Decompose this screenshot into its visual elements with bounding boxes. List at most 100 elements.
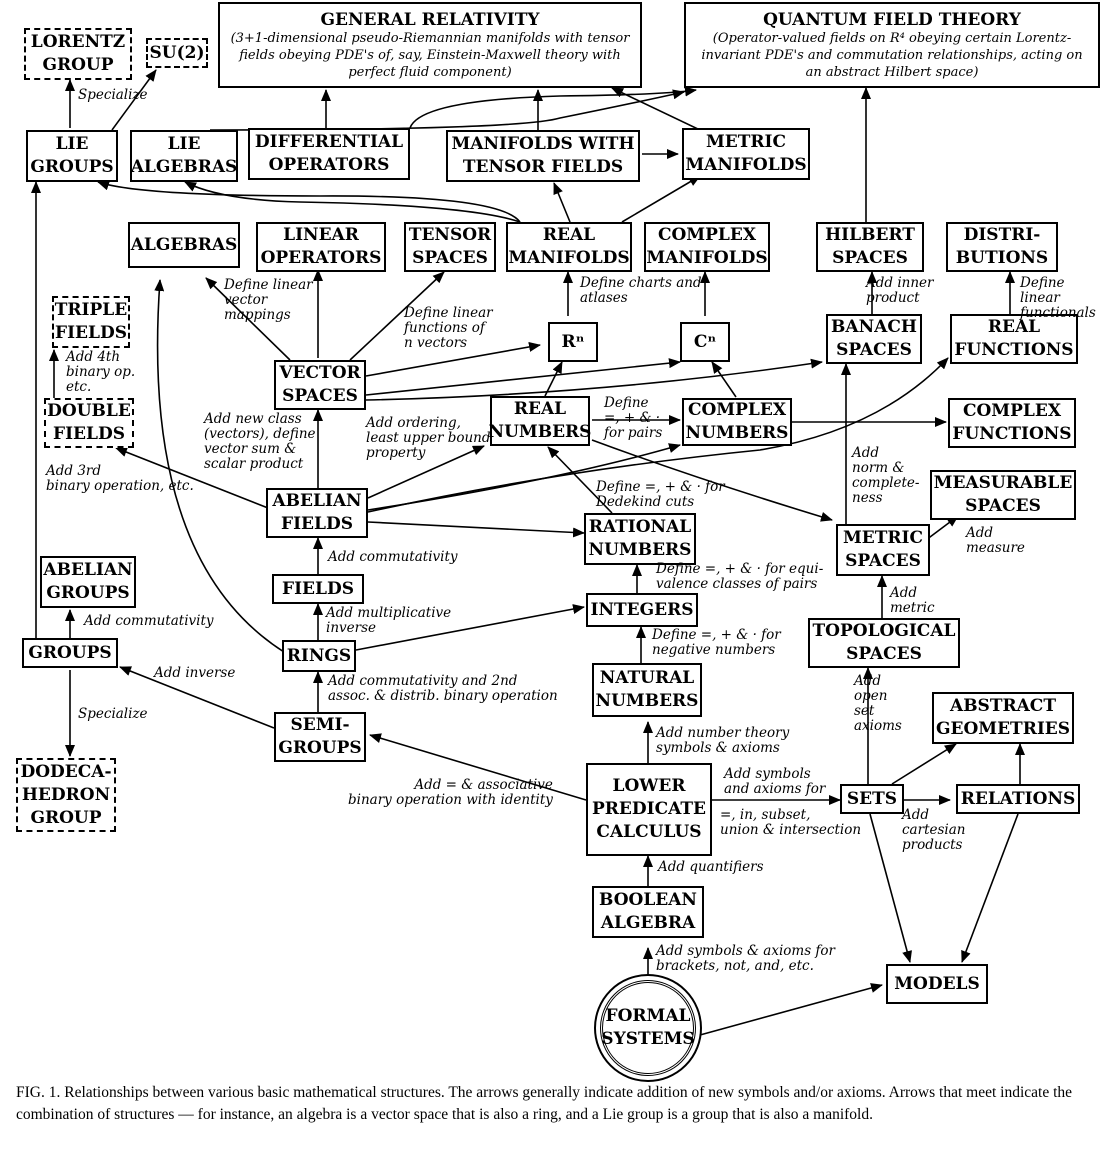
arrow-realmanifolds-to-liealgebras	[184, 181, 521, 223]
node-natural-numbers: NATURAL NUMBERS	[592, 663, 702, 717]
node-double-fields: DOUBLE FIELDS	[44, 398, 134, 448]
node-su2: SU(2)	[146, 38, 208, 68]
arrow-rational-to-real	[547, 446, 613, 514]
arrow-liealgebras-to-qft	[209, 89, 685, 131]
label-specialize-bottom: Specialize	[78, 706, 148, 722]
node-topological-spaces: TOPOLOGICAL SPACES	[808, 618, 960, 668]
node-abelian-fields: ABELIAN FIELDS	[266, 488, 368, 538]
node-distributions: DISTRI- BUTIONS	[946, 222, 1058, 272]
node-manifolds-with-tensor-fields: MANIFOLDS WITH TENSOR FIELDS	[446, 130, 640, 182]
label-add-metric: Add metric	[890, 585, 935, 616]
label-define-linear-vector-mappings: Define linear vector mappings	[224, 277, 313, 323]
node-lie-groups: LIE GROUPS	[26, 130, 118, 182]
label-define-linear-functions: Define linear functions of n vectors	[404, 305, 493, 351]
label-add-3rd-binary: Add 3rd binary operation, etc.	[46, 463, 194, 494]
arrow-real-to-rn	[544, 361, 563, 397]
qft-description: (Operator-valued fields on R⁴ obeying ce…	[701, 30, 1083, 80]
label-add-multiplicative-inverse: Add multiplicative inverse	[326, 605, 452, 636]
node-linear-operators: LINEAR OPERATORS	[256, 222, 386, 272]
label-add-commutativity-groups: Add commutativity	[84, 613, 214, 629]
label-add-4th-binary: Add 4th binary op. etc.	[66, 349, 136, 395]
label-specialize-top: Specialize	[78, 87, 148, 103]
arrow-abelianfields-to-real	[367, 445, 485, 499]
node-rn: Rⁿ	[548, 322, 598, 362]
node-triple-fields: TRIPLE FIELDS	[52, 296, 130, 348]
arrow-relations-to-models	[961, 813, 1019, 963]
arrow-formal-to-models	[699, 983, 883, 1036]
label-define-equivalence-classes: Define =, + & · for equi- valence classe…	[656, 561, 824, 592]
label-add-open-set-axioms: Add open set axioms	[854, 673, 902, 734]
node-metric-manifolds: METRIC MANIFOLDS	[682, 128, 810, 180]
node-real-functions: REAL FUNCTIONS	[950, 314, 1078, 364]
label-add-inverse: Add inverse	[154, 665, 236, 681]
node-semigroups: SEMI- GROUPS	[274, 712, 366, 762]
label-add-inner-product: Add inner product	[866, 275, 934, 306]
node-metric-spaces: METRIC SPACES	[836, 524, 930, 576]
arrow-sets-to-models	[869, 813, 912, 963]
general-relativity-title: GENERAL RELATIVITY	[320, 9, 540, 30]
arrow-metricspaces-to-measurable	[925, 515, 959, 541]
node-fields: FIELDS	[272, 574, 364, 604]
arrow-realmanifolds-to-liegroups	[97, 180, 521, 223]
node-lower-predicate-calculus: LOWER PREDICATE CALCULUS	[586, 763, 712, 856]
arrow-realmanifolds-to-mwtf	[553, 182, 571, 223]
node-lie-algebras: LIE ALGEBRAS	[130, 130, 238, 182]
label-add-ordering: Add ordering, least upper bound property	[366, 415, 491, 461]
arrow-rings-to-algebras	[154, 279, 285, 653]
label-add-norm-completeness: Add norm & complete- ness	[852, 445, 920, 506]
node-integers: INTEGERS	[586, 593, 698, 627]
node-complex-functions: COMPLEX FUNCTIONS	[948, 398, 1076, 448]
node-groups: GROUPS	[22, 638, 118, 668]
node-differential-operators: DIFFERENTIAL OPERATORS	[248, 128, 410, 180]
arrow-vectorspaces-to-banach	[365, 358, 823, 401]
node-rational-numbers: RATIONAL NUMBERS	[584, 513, 696, 565]
label-add-associative-binary: Add = & associative binary operation wit…	[348, 777, 553, 808]
node-complex-manifolds: COMPLEX MANIFOLDS	[644, 222, 770, 272]
arrow-semigroups-to-groups	[119, 666, 275, 729]
label-add-number-theory: Add number theory symbols & axioms	[656, 725, 790, 756]
arrow-vectorspaces-to-rn	[365, 342, 541, 377]
arrow-abelianfields-to-realfunctions	[367, 357, 949, 513]
node-rings: RINGS	[282, 640, 356, 672]
node-complex-numbers: COMPLEX NUMBERS	[682, 398, 792, 446]
node-general-relativity: GENERAL RELATIVITY (3+1-dimensional pseu…	[218, 2, 642, 88]
node-dodecahedron-group: DODECA- HEDRON GROUP	[16, 758, 116, 832]
label-define-dedekind: Define =, + & · for Dedekind cuts	[596, 479, 725, 510]
node-abelian-groups: ABELIAN GROUPS	[40, 556, 136, 608]
label-add-cartesian-products: Add cartesian products	[902, 807, 966, 853]
label-add-quantifiers: Add quantifiers	[658, 859, 764, 875]
arrow-complex-to-cn	[711, 361, 737, 398]
arrow-realmanifolds-to-metricmanifolds	[621, 175, 701, 223]
node-boolean-algebra: BOOLEAN ALGEBRA	[592, 886, 704, 938]
node-quantum-field-theory: QUANTUM FIELD THEORY (Operator-valued fi…	[684, 2, 1100, 88]
node-tensor-spaces: TENSOR SPACES	[404, 222, 496, 272]
label-define-negative-numbers: Define =, + & · for negative numbers	[652, 627, 781, 658]
label-define-for-pairs: Define =, + & · for pairs	[604, 395, 663, 441]
figure-caption: FIG. 1. Relationships between various ba…	[16, 1084, 1073, 1123]
node-lorentz-group: LORENTZ GROUP	[24, 28, 132, 80]
label-add-commutativity-fields: Add commutativity	[328, 549, 458, 565]
general-relativity-description: (3+1-dimensional pseudo-Riemannian manif…	[230, 30, 630, 80]
arrow-vectorspaces-to-algebras	[205, 277, 291, 361]
node-abstract-geometries: ABSTRACT GEOMETRIES	[932, 692, 1074, 744]
node-models: MODELS	[886, 964, 988, 1004]
arrow-liegroups-to-su2	[111, 69, 157, 131]
arrow-abelianfields-to-doublefields	[115, 447, 269, 509]
node-formal-systems: FORMAL SYSTEMS	[594, 974, 702, 1082]
node-sets: SETS	[840, 784, 904, 814]
label-define-charts-atlases: Define charts and atlases	[580, 275, 702, 306]
qft-title: QUANTUM FIELD THEORY	[763, 9, 1021, 30]
label-define-linear-functionals: Define linear functionals	[1020, 275, 1096, 321]
node-vector-spaces: VECTOR SPACES	[274, 360, 366, 410]
node-real-manifolds: REAL MANIFOLDS	[506, 222, 632, 272]
label-add-commutativity-2nd: Add commutativity and 2nd assoc. & distr…	[328, 673, 558, 704]
label-add-measure: Add measure	[966, 525, 1025, 556]
label-add-symbols-axioms-for: Add symbols and axioms for	[724, 766, 826, 797]
arrow-rings-to-integers	[355, 604, 585, 651]
arrow-abelianfields-to-rational	[367, 521, 585, 538]
arrow-diffops-to-qft	[409, 86, 697, 129]
arrow-real-to-metricspaces	[591, 439, 833, 522]
arrow-lpc-to-semigroups	[369, 733, 587, 801]
label-in-subset-union: =, in, subset, union & intersection	[720, 807, 862, 838]
